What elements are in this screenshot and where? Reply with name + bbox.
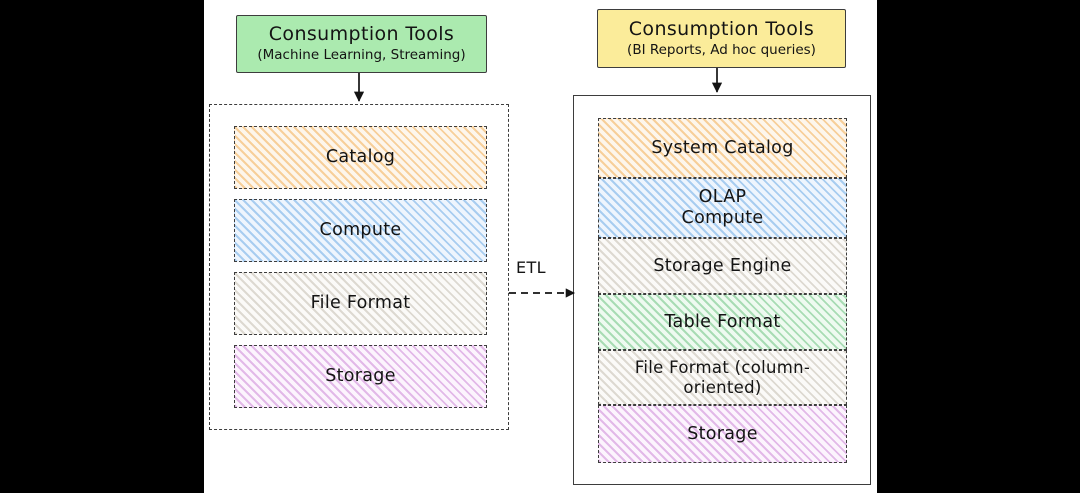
- right-consumption-tools-title: Consumption Tools: [628, 17, 815, 40]
- left-layer-catalog-label: Catalog: [325, 147, 396, 168]
- right-consumption-tools-subtitle: (BI Reports, Ad hoc queries): [627, 41, 816, 58]
- right-layer-olap-compute-label: OLAP Compute: [681, 187, 764, 228]
- data-lake-container: [209, 104, 509, 430]
- left-layer-catalog[interactable]: Catalog: [234, 126, 487, 189]
- right-layer-table-format-label: Table Format: [664, 311, 781, 332]
- right-layer-system-catalog[interactable]: System Catalog: [598, 118, 847, 178]
- right-layer-system-catalog-label: System Catalog: [651, 137, 794, 158]
- right-layer-storage[interactable]: Storage: [598, 405, 847, 463]
- right-layer-file-format-label: File Format (column-oriented): [634, 358, 811, 397]
- right-consumption-tools-box[interactable]: Consumption Tools (BI Reports, Ad hoc qu…: [597, 9, 846, 68]
- left-consumption-tools-box[interactable]: Consumption Tools (Machine Learning, Str…: [236, 15, 487, 73]
- right-layer-storage-engine[interactable]: Storage Engine: [598, 238, 847, 294]
- left-consumption-tools-title: Consumption Tools: [268, 23, 455, 46]
- right-layer-storage-engine-label: Storage Engine: [653, 255, 792, 276]
- left-layer-storage-label: Storage: [325, 366, 396, 387]
- left-layer-file-format[interactable]: File Format: [234, 272, 487, 335]
- left-layer-compute-label: Compute: [319, 220, 402, 241]
- etl-connector-label: ETL: [516, 258, 546, 277]
- left-layer-compute[interactable]: Compute: [234, 199, 487, 262]
- diagram-canvas: Consumption Tools (Machine Learning, Str…: [204, 0, 877, 493]
- right-layer-table-format[interactable]: Table Format: [598, 294, 847, 350]
- left-layer-file-format-label: File Format: [310, 293, 411, 314]
- right-layer-file-format[interactable]: File Format (column-oriented): [598, 350, 847, 405]
- right-layer-olap-compute[interactable]: OLAP Compute: [598, 178, 847, 238]
- right-layer-storage-label: Storage: [687, 423, 758, 444]
- left-consumption-tools-subtitle: (Machine Learning, Streaming): [257, 47, 466, 64]
- left-layer-storage[interactable]: Storage: [234, 345, 487, 408]
